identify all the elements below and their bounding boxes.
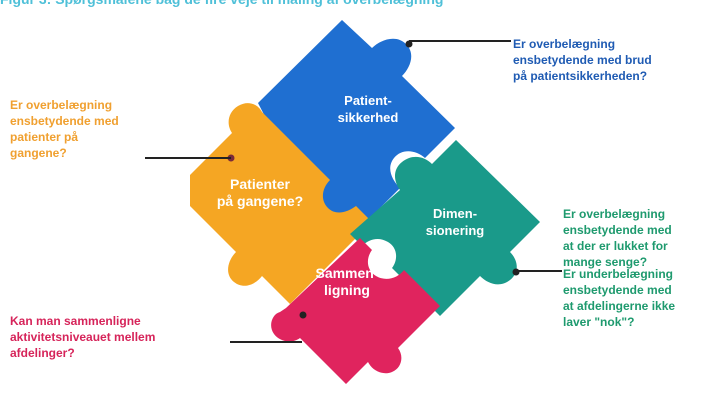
puzzle-piece-orange [190,103,372,304]
piece-label-line: sionering [425,223,485,238]
puzzle-piece-pink [271,238,440,384]
question-note-patientsikkerhed: Er overbelægning ensbetydende med brud p… [513,36,713,84]
piece-label-dimensionering: Dimen- sionering [400,205,510,239]
marker-dot-pink [299,311,307,319]
question-note-patienter-paa-gangene: Er overbelægning ensbetydende med patien… [10,97,170,161]
note-line: Er overbelægning [10,98,113,112]
puzzle-piece-teal [350,140,540,316]
note-line: patienter på [10,130,79,144]
piece-label-line: Sammen- [315,265,379,281]
note-line: at afdelingerne ikke [563,299,676,313]
marker-dot-blue [405,40,413,48]
note-line: Er underbelægning [563,267,674,281]
piece-label-line: Patient- [344,93,392,108]
piece-label-line: Dimen- [432,206,478,221]
note-line: Er overbelægning [513,37,616,51]
piece-label-line: på gangene? [216,193,304,209]
piece-label-patientsikkerhed: Patient- sikkerhed [318,92,418,126]
connector-line-orange [145,157,231,159]
question-note-sammenligning: Kan man sammenligne aktivitetsniveauet m… [10,313,230,361]
connector-line-teal [516,270,562,272]
note-line: ensbetydende med [10,114,119,128]
note-line: på patientsikkerheden? [513,69,648,83]
piece-label-line: Patienter [230,176,290,192]
question-note-dimensionering-overbelaegning: Er overbelægning ensbetydende med at der… [563,206,723,270]
note-line: ensbetydende med [563,223,672,237]
note-line: aktivitetsniveauet mellem [10,330,156,344]
piece-label-sammenligning: Sammen- ligning [292,265,402,299]
piece-label-patienter-paa-gangene: Patienter på gangene? [200,176,320,210]
note-line: Kan man sammenligne [10,314,141,328]
note-line: mange senge? [563,255,648,269]
connector-line-pink [230,341,302,343]
marker-dot-orange [227,154,235,162]
note-line: laver "nok"? [563,315,635,329]
figure-caption: Figur 3: Spørgsmålene bag de fire veje t… [0,0,726,9]
note-line: Er overbelægning [563,207,666,221]
question-note-dimensionering-underbelaegning: Er underbelægning ensbetydende med at af… [563,266,723,330]
note-line: ensbetydende med [563,283,672,297]
piece-label-line: ligning [324,282,370,298]
piece-label-line: sikkerhed [337,110,399,125]
note-line: afdelinger? [10,346,75,360]
note-line: ensbetydende med brud [513,53,652,67]
connector-line-blue [409,40,511,42]
note-line: at der er lukket for [563,239,668,253]
note-line: gangene? [10,146,67,160]
